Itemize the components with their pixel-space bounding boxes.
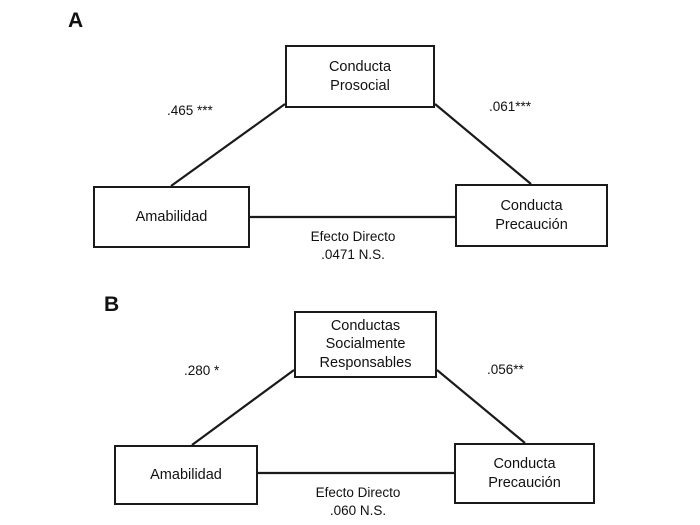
panel-b-direct-effect-label: Efecto Directo .060 N.S. <box>315 485 401 519</box>
panel-b-mediator-label: Conductas Socialmente Responsables <box>319 318 412 371</box>
panel-a-path-b-line <box>434 103 532 185</box>
panel-b-path-a-line <box>191 369 295 446</box>
panel-b-predictor-label: Amabilidad <box>150 466 222 483</box>
panel-b-outcome-label: Conducta Precaución <box>488 456 561 491</box>
panel-a-mediator-label: Conducta Prosocial <box>328 59 392 94</box>
panel-a-mediator-box: Conducta Prosocial <box>285 45 435 108</box>
panel-a-predictor-label: Amabilidad <box>135 208 208 225</box>
panel-a-letter: A <box>68 9 84 32</box>
panel-b-outcome-box: Conducta Precaución <box>454 443 595 504</box>
panel-b-path-b-line <box>436 369 526 444</box>
panel-b-mediator-box: Conductas Socialmente Responsables <box>294 311 437 378</box>
panel-a-predictor-box: Amabilidad <box>93 186 250 248</box>
panel-a-outcome-box: Conducta Precaución <box>455 184 608 247</box>
panel-b-predictor-box: Amabilidad <box>114 445 258 505</box>
panel-a-outcome-label: Conducta Precaución <box>495 198 568 233</box>
panel-a-path-b-label: .061*** <box>489 99 532 114</box>
panel-b-letter: B <box>104 293 120 316</box>
panel-a-path-a-label: .465 *** <box>167 103 213 118</box>
panel-b-path-a-label: .280 * <box>184 363 220 378</box>
panel-b-path-b-label: .056** <box>487 362 524 377</box>
panel-a-direct-effect-label: Efecto Directo .0471 N.S. <box>310 229 396 263</box>
